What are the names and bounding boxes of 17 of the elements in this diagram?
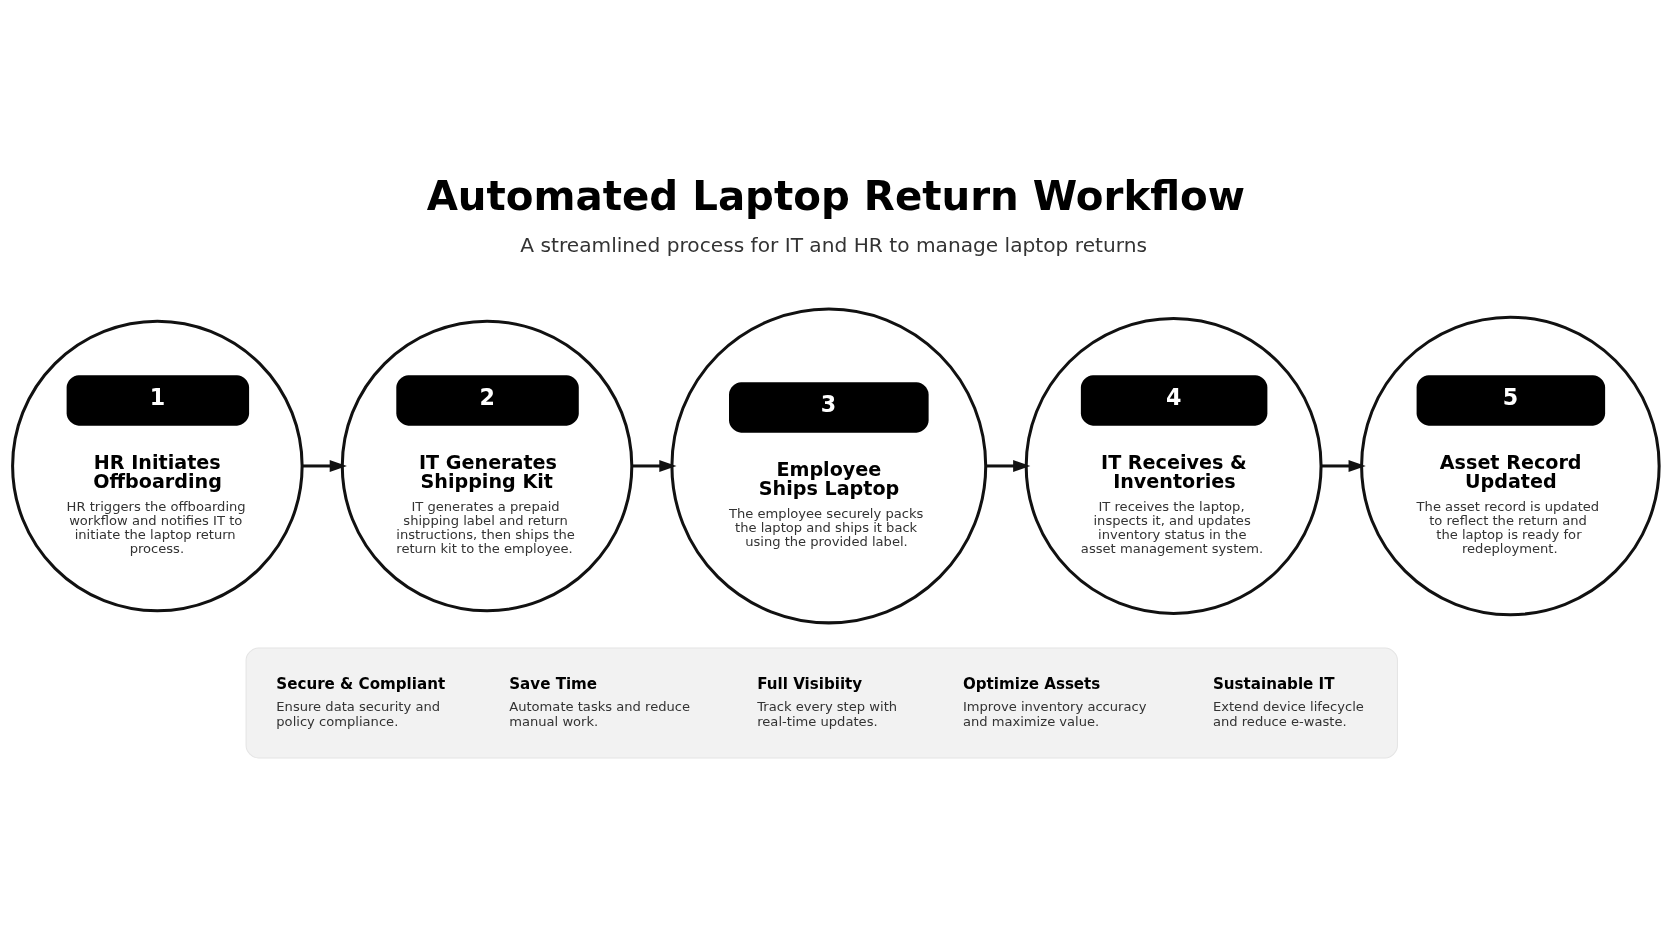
arrow: [631, 459, 677, 472]
node-text: Secure & Compliant Ensure data security and policy compliance.: [276, 674, 446, 729]
arrow: [1321, 459, 1366, 472]
diagram-title: Automated Laptop Return Workflow: [426, 173, 1246, 221]
node-circle: 1 HR Initiates Offboarding HR triggers the offboarding workflow and notifies IT to initiate the laptop return process.: [11, 319, 304, 613]
node-text: Sustainable IT Extend device lifecycle and reduce e-waste.: [1212, 674, 1364, 729]
node-circle: 3 Employee Ships Laptop The employee securely packs the laptop and ships it back using the provided label.: [670, 307, 988, 625]
node-text: Save Time Automate tasks and reduce manual work.: [509, 674, 691, 729]
node-circle: 5 Asset Record Updated The asset record is updated to reflect the return and the laptop is ready for redeployment.: [1360, 315, 1661, 617]
arrow: [985, 459, 1031, 472]
node-text: Optimize Assets Improve inventory accuracy and maximize value.: [962, 674, 1147, 729]
node-circle: 4 IT Receives & Inventories IT receives the laptop, inspects it, and updates inventory status in the asset management system.: [1024, 317, 1323, 615]
cluster: [245, 647, 1398, 759]
node-text: Full Visibiity Track every step with real-time updates.: [757, 674, 898, 729]
arrow: [302, 459, 347, 472]
node-circle: 2 IT Generates Shipping Kit IT generates a prepaid shipping label and return instructions, then ships the return kit to the employee.: [340, 319, 634, 613]
label: A streamlined process for IT and HR to manage laptop returns: [520, 232, 1147, 257]
